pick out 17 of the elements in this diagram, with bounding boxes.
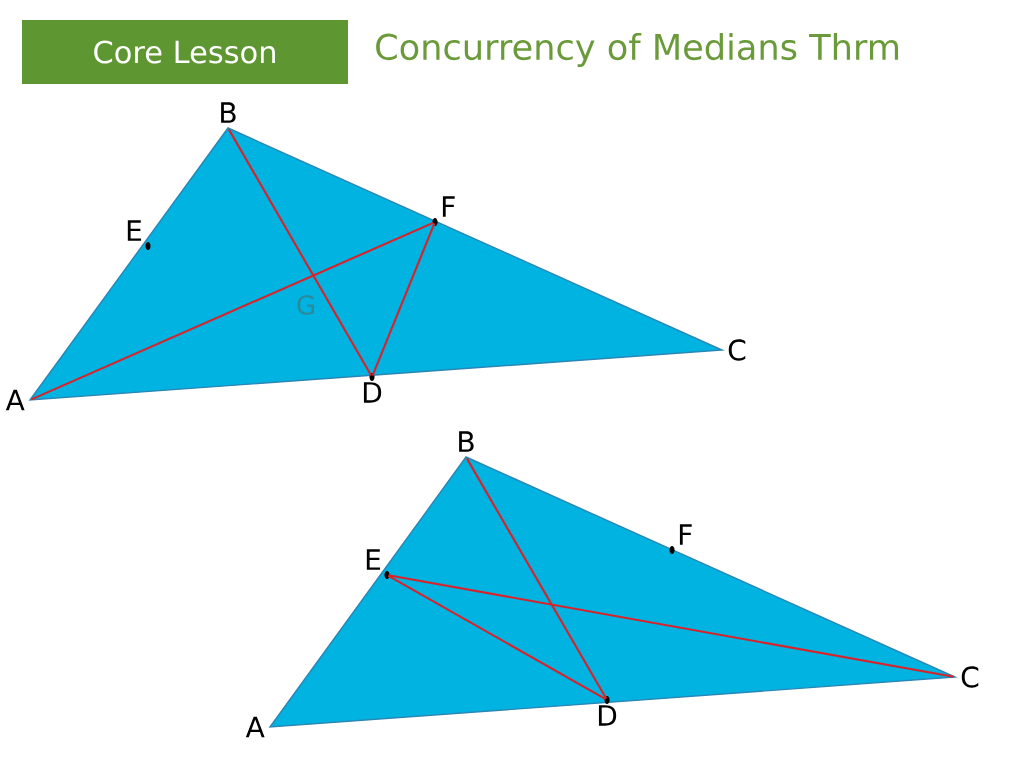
point-label: D (363, 373, 382, 403)
title: Concurrency of Medians Thrm (376, 33, 899, 67)
point-label: F (669, 524, 692, 554)
point-label: E (127, 220, 151, 250)
point-label: C (961, 666, 979, 688)
point-label: A (245, 716, 265, 738)
median-line (371, 223, 436, 376)
median-line (387, 574, 607, 701)
lesson-banner: Core Lesson (22, 20, 348, 84)
point-label: B (221, 102, 236, 123)
point-label: A (5, 389, 25, 411)
point-label: E (366, 549, 390, 579)
point-label: F (432, 196, 455, 226)
point-label: B (459, 431, 474, 452)
point-label: G (297, 295, 314, 315)
point-label: D (598, 696, 617, 726)
point-label: C (728, 339, 746, 361)
